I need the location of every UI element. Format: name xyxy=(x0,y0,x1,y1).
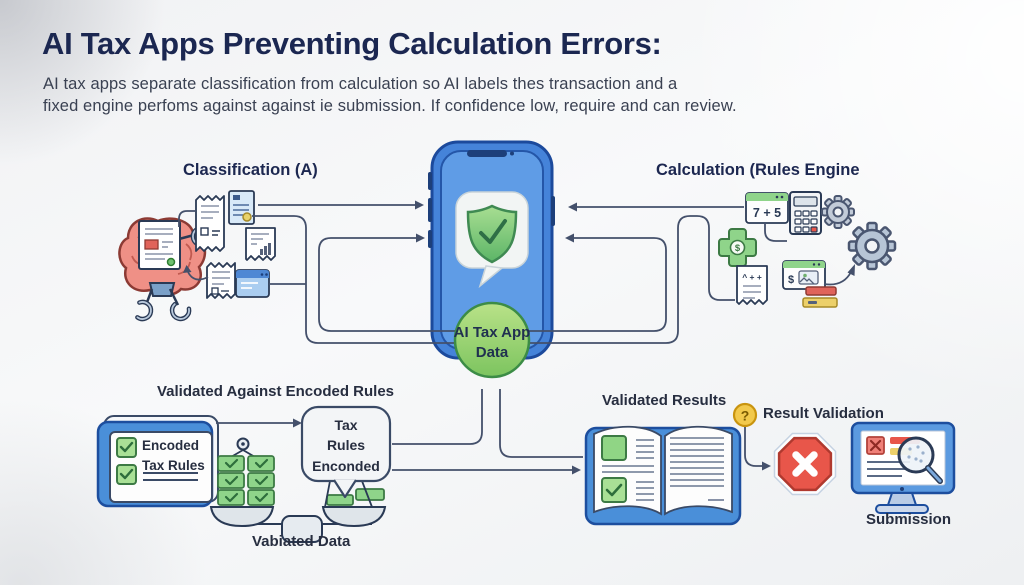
money-cross-icon: $ xyxy=(718,228,757,267)
certificate-icon xyxy=(228,190,255,225)
classified-document-icon xyxy=(138,220,181,270)
receipt-symbols: ^ + + xyxy=(742,272,762,282)
validated-results-label: Validated Results xyxy=(602,392,727,409)
receipt-icon xyxy=(206,262,236,299)
shield-check-icon xyxy=(455,191,529,289)
tax-rules-bubble-text: Tax Rules Enconded xyxy=(312,417,380,474)
badge-line-1: AI Tax App xyxy=(453,324,531,341)
encoded-rules-card xyxy=(96,415,219,508)
smartphone-icon xyxy=(428,140,555,360)
question-mark-icon: ? xyxy=(732,402,758,428)
receipt-icon xyxy=(195,195,225,252)
gear-icon-small xyxy=(821,195,855,229)
gear-icon-large xyxy=(847,221,897,271)
question-glyph: ? xyxy=(741,408,750,424)
calculator-icon xyxy=(789,191,822,235)
encoded-tax-rules-text: Encoded Tax Rules xyxy=(142,438,205,474)
subtitle-line-2: fixed engine perfoms against against ie … xyxy=(43,97,737,115)
ai-tax-app-data-badge xyxy=(453,301,531,379)
bar-chart-document-icon xyxy=(245,227,276,261)
validated-rules-label: Validated Against Encoded Rules xyxy=(157,383,394,400)
checkbox-icon xyxy=(116,437,137,458)
checkbox-icon xyxy=(116,464,137,485)
tax-rules-bubble xyxy=(300,405,392,508)
dollar-glyph: $ xyxy=(735,243,741,254)
ai-tax-app-data-text: AI Tax App Data xyxy=(452,323,532,364)
page-title: AI Tax Apps Preventing Calculation Error… xyxy=(42,26,662,61)
flow-arrowheads xyxy=(183,200,855,475)
vabiated-data-label: Vabiated Data xyxy=(252,533,351,550)
balance-scale-icon xyxy=(209,437,387,543)
calculation-section-label: Calculation (Rules Engine xyxy=(656,161,860,179)
submission-label: Submission xyxy=(866,511,952,528)
ai-brain-robot-icon xyxy=(118,217,212,322)
subtitle-line-1: AI tax apps separate classification from… xyxy=(43,75,678,93)
sum-expression: 7 + 5 xyxy=(753,206,781,220)
result-validation-label: Result Validation xyxy=(763,405,884,422)
open-book-icon xyxy=(584,425,742,526)
monitor-icon xyxy=(850,421,956,514)
badge-line-2: Data xyxy=(475,344,509,362)
dollar-window-icon: $ xyxy=(782,260,826,290)
check-stack-icon xyxy=(217,455,275,506)
magnifier-icon xyxy=(897,436,943,484)
browser-window-icon xyxy=(235,269,270,298)
dollar-glyph: $ xyxy=(788,274,794,286)
classification-section-label: Classification (A) xyxy=(183,161,318,179)
flow-lines xyxy=(178,204,852,471)
tax-receipt-icon: ^ + + xyxy=(736,265,768,305)
progress-bars-icon xyxy=(802,286,838,308)
checkbox-icon xyxy=(601,477,627,503)
sum-window-icon: 7 + 5 xyxy=(745,192,789,224)
stop-sign-icon xyxy=(773,432,837,496)
